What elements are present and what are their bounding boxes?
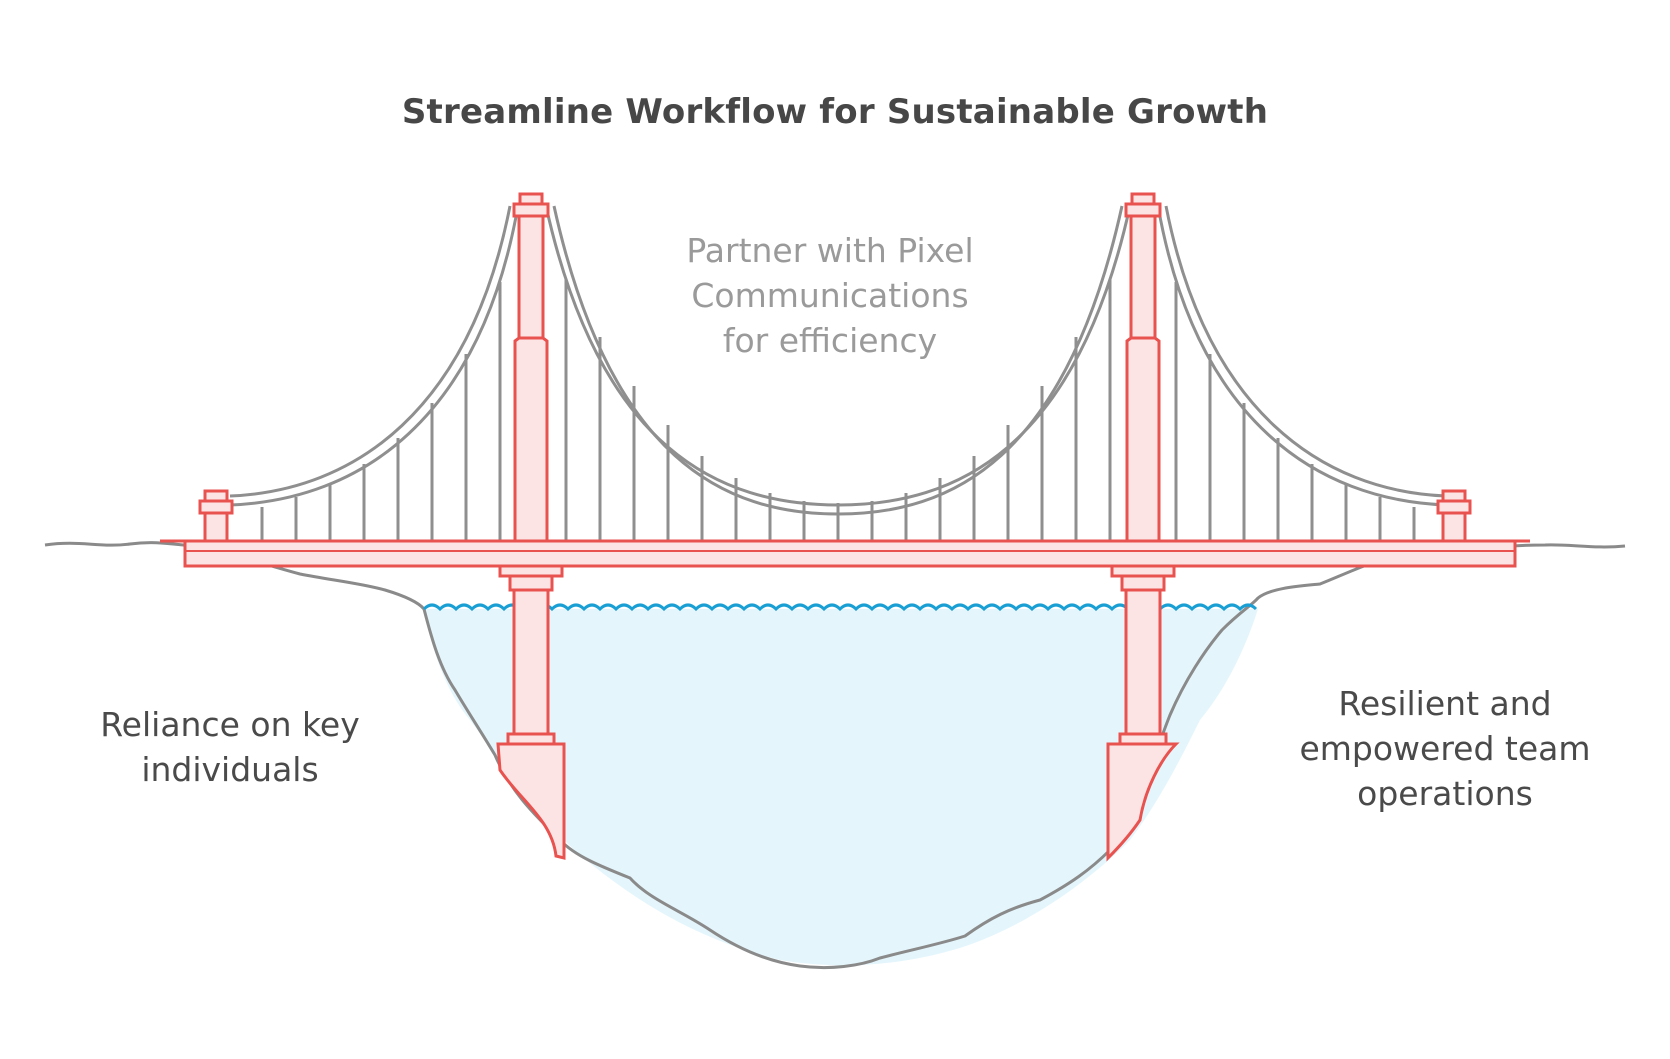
right-anchor-post bbox=[1436, 489, 1472, 543]
left-tower bbox=[496, 192, 566, 860]
ground-left bbox=[44, 541, 1626, 970]
bridge-label-line-1: Partner with Pixel bbox=[686, 231, 974, 270]
main-cables bbox=[229, 205, 1447, 516]
water-waves bbox=[422, 603, 1258, 612]
bridge-label-line-2: Communications bbox=[691, 276, 969, 315]
bridge-label: Partner with Pixel Communications for ef… bbox=[580, 228, 1080, 363]
right-bank-label-line-1: Resilient and bbox=[1338, 684, 1552, 723]
left-anchor-post bbox=[198, 489, 234, 543]
right-bank-label-line-2: empowered team bbox=[1299, 729, 1591, 768]
left-bank-label-line-1: Reliance on key bbox=[100, 705, 360, 744]
bridge-deck bbox=[160, 539, 1530, 568]
right-bank-label-line-3: operations bbox=[1357, 774, 1533, 813]
diagram-title: Streamline Workflow for Sustainable Grow… bbox=[401, 92, 1269, 132]
right-bank-label: Resilient and empowered team operations bbox=[1240, 681, 1650, 816]
right-tower bbox=[1106, 192, 1180, 862]
bridge-label-line-3: for efficiency bbox=[722, 321, 938, 360]
left-bank-label: Reliance on key individuals bbox=[30, 702, 430, 792]
water-body bbox=[424, 609, 1258, 966]
left-bank-label-line-2: individuals bbox=[141, 750, 319, 789]
